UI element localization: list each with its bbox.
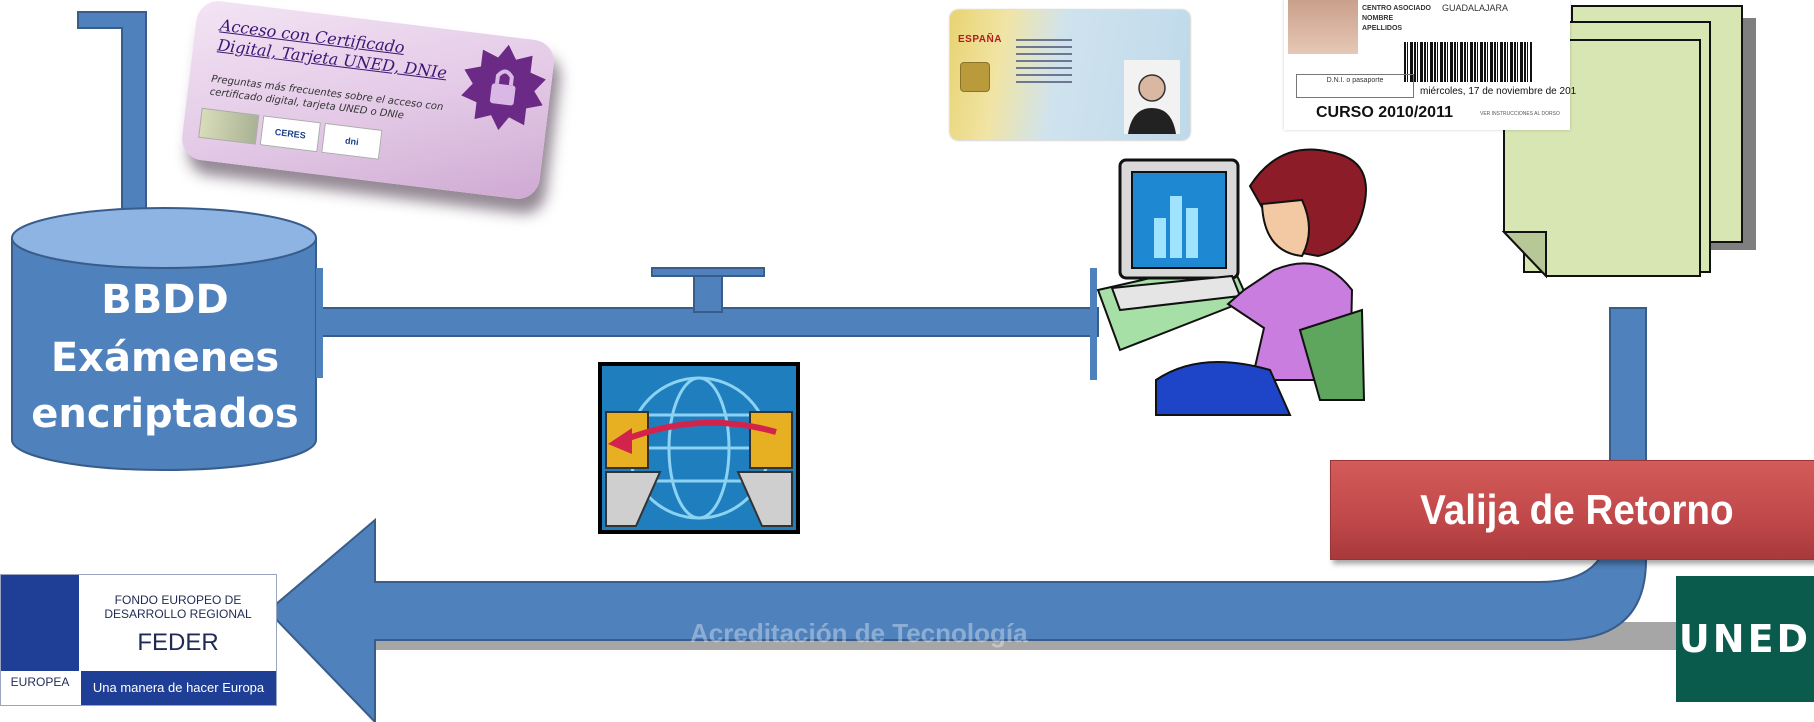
feder-logo: FONDO EUROPEO DE DESARROLLO REGIONAL FED… (0, 574, 277, 706)
id-card-country: ESPAÑA (958, 34, 1002, 45)
chip-icon (960, 62, 990, 92)
internet-exchange-icon (598, 362, 800, 534)
uned-logo-text: UNED (1678, 617, 1812, 661)
database-cylinder (11, 207, 317, 471)
feder-title: FONDO EUROPEO DE DESARROLLO REGIONAL (104, 593, 252, 621)
cert-course: CURSO 2010/2011 (1316, 104, 1453, 121)
eu-flag-icon (1, 575, 79, 671)
lock-seal-icon (461, 44, 546, 131)
uned-logo: UNED (1676, 576, 1814, 702)
access-logo-dni: dni (321, 122, 383, 160)
database-label-line1: BBDD (101, 277, 229, 323)
user-at-computer-icon (1096, 148, 1367, 416)
exam-certificate-image: CENTRO ASOCIADO NOMBRE APELLIDOS GUADALA… (1284, 0, 1576, 130)
return-bag-label: Valija de Retorno (1420, 486, 1734, 533)
database-label-line2: Exámenes (50, 335, 280, 381)
database-label-line3: encriptados (31, 391, 299, 437)
return-bag-box: Valija de Retorno (1330, 460, 1814, 560)
feder-name: FEDER (137, 629, 219, 656)
feder-region: EUROPEA (10, 675, 70, 689)
cert-note: VER INSTRUCCIONES AL DORSO (1480, 111, 1560, 117)
student-photo (1288, 0, 1358, 54)
access-logo-card (198, 107, 260, 145)
cert-date: miércoles, 17 de noviembre de 201 (1420, 86, 1577, 97)
cert-field-name: NOMBRE (1362, 15, 1394, 22)
cert-province: GUADALAJARA (1442, 3, 1509, 13)
dni-card-image: ESPAÑA (950, 10, 1190, 140)
cert-dni-box: D.N.I. o pasaporte (1296, 74, 1414, 98)
access-logo-ceres: CERES (259, 115, 321, 153)
barcode-icon (1404, 42, 1532, 82)
digital-certificate-access-card[interactable]: Acceso con Certificado Digital, Tarjeta … (179, 0, 557, 202)
cert-field-surname: APELLIDOS (1362, 25, 1403, 32)
id-card-text-lines (1016, 34, 1096, 88)
portrait-icon (1124, 60, 1180, 134)
cert-field-center: CENTRO ASOCIADO (1362, 5, 1431, 12)
footer-text: Acreditación de Tecnología (690, 618, 1028, 648)
network-line (316, 267, 1099, 380)
feder-slogan: Una manera de hacer Europa (81, 671, 276, 705)
